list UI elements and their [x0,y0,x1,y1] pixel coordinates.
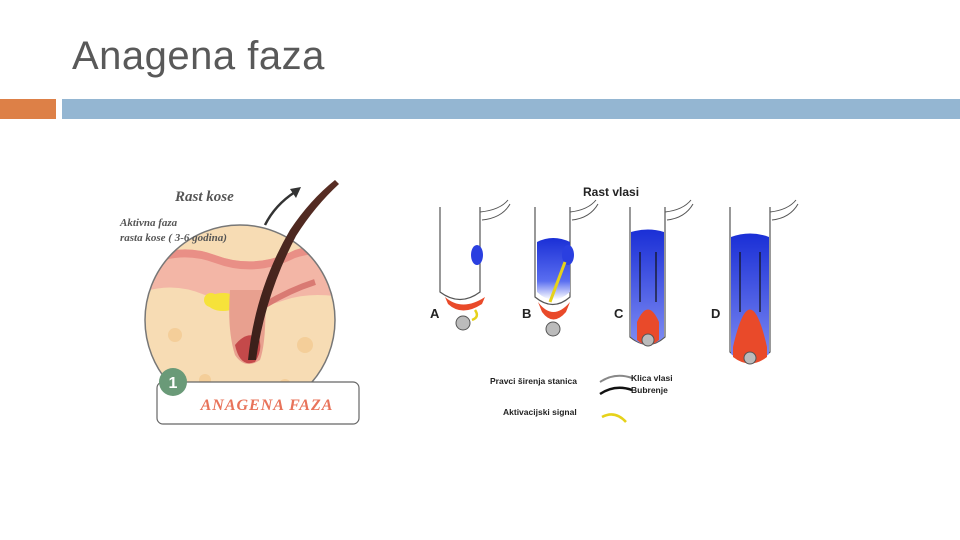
growth-arrow-icon [263,190,296,226]
activation-arrow-icon [601,413,627,423]
stage-label-a: A [430,306,440,321]
hair-growth-stages: Rast vlasi A [430,185,799,423]
stage-label-c: C [614,306,624,321]
legend-germ: Klica vlasi [631,373,673,383]
legend-bulge: Bubrenje [631,385,668,395]
stage-a [439,199,511,331]
left-subtitle-1: Aktivna faza [119,217,178,229]
stage-b [534,199,599,337]
anagen-illustration: Rast kose Aktivna faza rasta kose ( 3-6 … [119,180,360,425]
title-divider-bar [62,99,960,119]
stage-d [729,199,799,365]
step-number: 1 [169,375,178,392]
left-subtitle-2: rasta kose ( 3-6 godina) [120,232,227,244]
hair-shaft [248,180,339,360]
caption-box [156,381,360,425]
legend: Pravci širenja stanica Klica vlasi Bubre… [490,373,673,423]
left-heading: Rast kose [174,189,234,205]
step-badge [159,368,187,396]
page-title: Anagena faza [72,34,325,78]
stage-c [629,199,694,347]
right-heading: Rast vlasi [583,185,639,199]
legend-activation: Aktivacijski signal [503,407,577,417]
legend-cell-spread: Pravci širenja stanica [490,376,577,386]
caption-text: ANAGENA FAZA [200,397,334,414]
stage-label-d: D [711,306,720,321]
stage-label-b: B [522,306,531,321]
title-accent-bar [0,99,56,119]
